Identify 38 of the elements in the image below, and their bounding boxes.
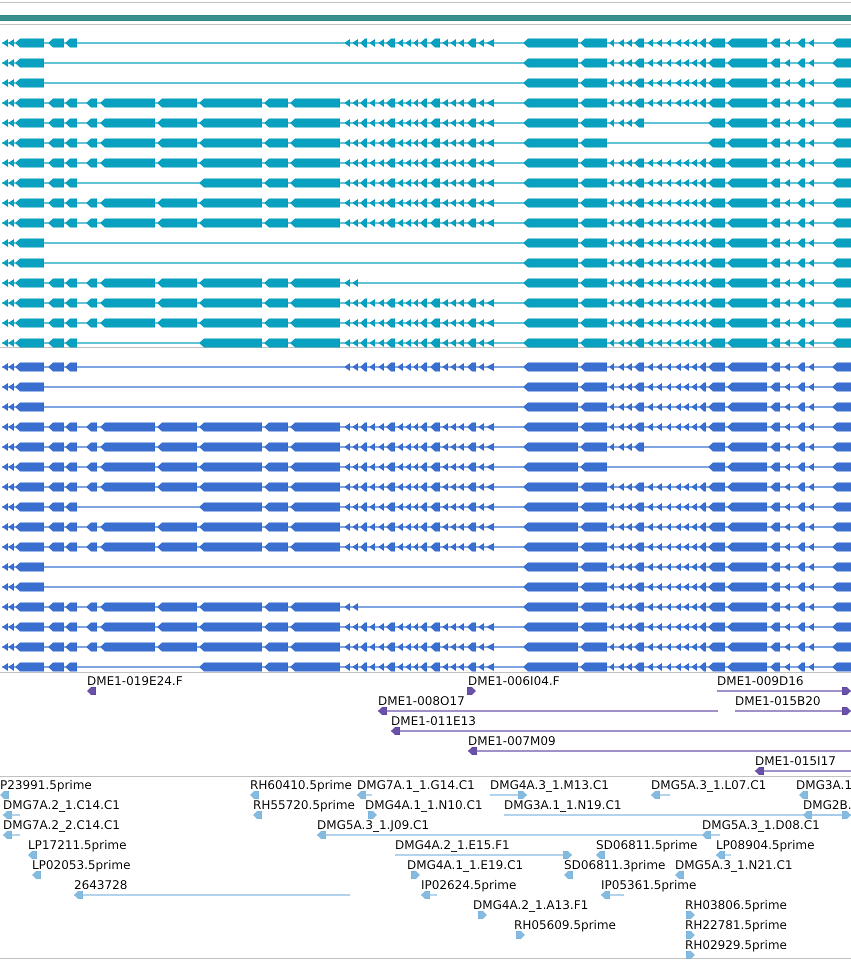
feature-label: DMG5A.3_1.D08.C1	[702, 818, 820, 832]
feature-label: DME1-009D16	[717, 674, 804, 688]
feature-label: RH03806.5prime	[685, 898, 787, 912]
feature-label: DME1-006I04.F	[468, 674, 560, 688]
feature-label: IP05361.5prime	[601, 878, 696, 892]
feature-label: P23991.5prime	[0, 778, 92, 792]
feature-label: SD06811.5prime	[596, 838, 698, 852]
feature-label: DME1-011E13	[391, 714, 476, 728]
feature-label: SD06811.3prime	[564, 858, 666, 872]
feature-label: DMG4A.1_1.N10.C1	[365, 798, 482, 812]
feature-label: DMG5A.3_1.N21.C1	[675, 858, 792, 872]
feature-label: DME1-015I17	[755, 754, 836, 768]
feature-label: DMG4A.1_1.E19.C1	[407, 858, 524, 872]
feature-label: RH02929.5prime	[685, 938, 787, 952]
feature-label: RH55720.5prime	[253, 798, 355, 812]
feature-label: DME1-008O17	[378, 694, 465, 708]
feature-label: DME1-015B20	[735, 694, 821, 708]
feature-label: DMG5A.3_1.J09.C1	[317, 818, 430, 832]
feature-label: LP17211.5prime	[28, 838, 127, 852]
feature-label: DMG7A.1_1.G14.C1	[357, 778, 475, 792]
feature-label: RH05609.5prime	[514, 918, 616, 932]
feature-label: IP02624.5prime	[421, 878, 516, 892]
feature-label: 2643728	[74, 878, 128, 892]
feature-label: DME1-019E24.F	[87, 674, 183, 688]
feature-label: RH22781.5prime	[685, 918, 787, 932]
feature-label: DMG2B.	[803, 798, 851, 812]
feature-label: DME1-007M09	[468, 734, 556, 748]
feature-label: DMG5A.3_1.L07.C1	[651, 778, 766, 792]
feature-label: DMG4A.3_1.M13.C1	[490, 778, 609, 792]
feature-label: LP08904.5prime	[716, 838, 815, 852]
feature-label: RH60410.5prime	[250, 778, 352, 792]
feature-label: DMG7A.2_1.C14.C1	[3, 798, 120, 812]
feature-label: LP02053.5prime	[32, 858, 131, 872]
feature-label: DMG3A.1_1.N19.C1	[504, 798, 622, 812]
feature-label: DMG4A.2_1.A13.F1	[473, 898, 588, 912]
feature-label: DMG3A.1	[796, 778, 851, 792]
feature-label: DMG4A.2_1.E15.F1	[395, 838, 510, 852]
feature-label: DMG7A.2_2.C14.C1	[3, 818, 120, 832]
